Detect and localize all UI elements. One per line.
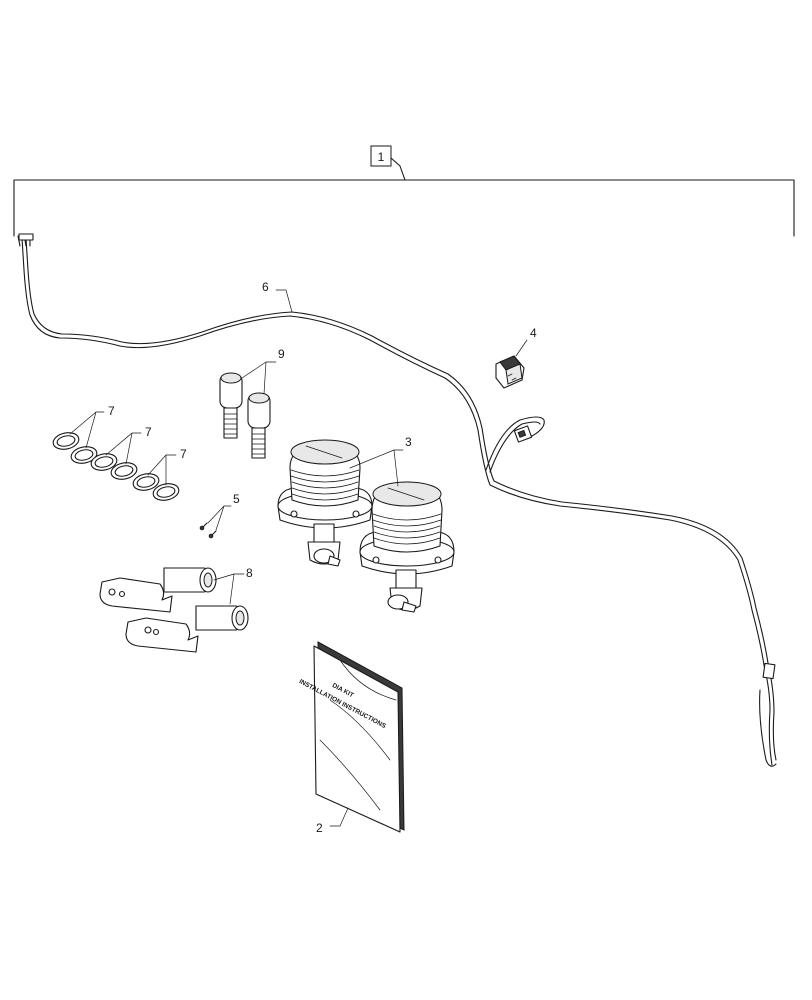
callout-7a: 7	[108, 404, 115, 418]
beacon-2	[359, 481, 455, 613]
callout-3: 3	[405, 435, 412, 449]
clips: 7 7 7	[52, 404, 187, 501]
callout-6: 6	[262, 280, 269, 294]
beacon-1	[277, 439, 373, 567]
screws: 5	[199, 492, 240, 539]
callout-9: 9	[278, 347, 285, 361]
callout-4: 4	[530, 326, 537, 340]
bolts: 9	[219, 347, 285, 459]
rocker-switch: 4	[495, 326, 537, 389]
kit-callout: 1	[13, 145, 795, 237]
callout-7b: 7	[145, 425, 152, 439]
wire-harness: 6	[17, 233, 777, 767]
mounting-brackets: 8	[99, 566, 253, 653]
callout-8: 8	[246, 566, 253, 580]
installation-manual: DIA KIT INSTALLATION INSTRUCTIONS 2	[298, 641, 405, 835]
callout-7c: 7	[180, 447, 187, 461]
callout-1: 1	[378, 150, 385, 164]
callout-5: 5	[233, 492, 240, 506]
callout-2: 2	[316, 821, 323, 835]
beacons: 3	[277, 435, 455, 613]
